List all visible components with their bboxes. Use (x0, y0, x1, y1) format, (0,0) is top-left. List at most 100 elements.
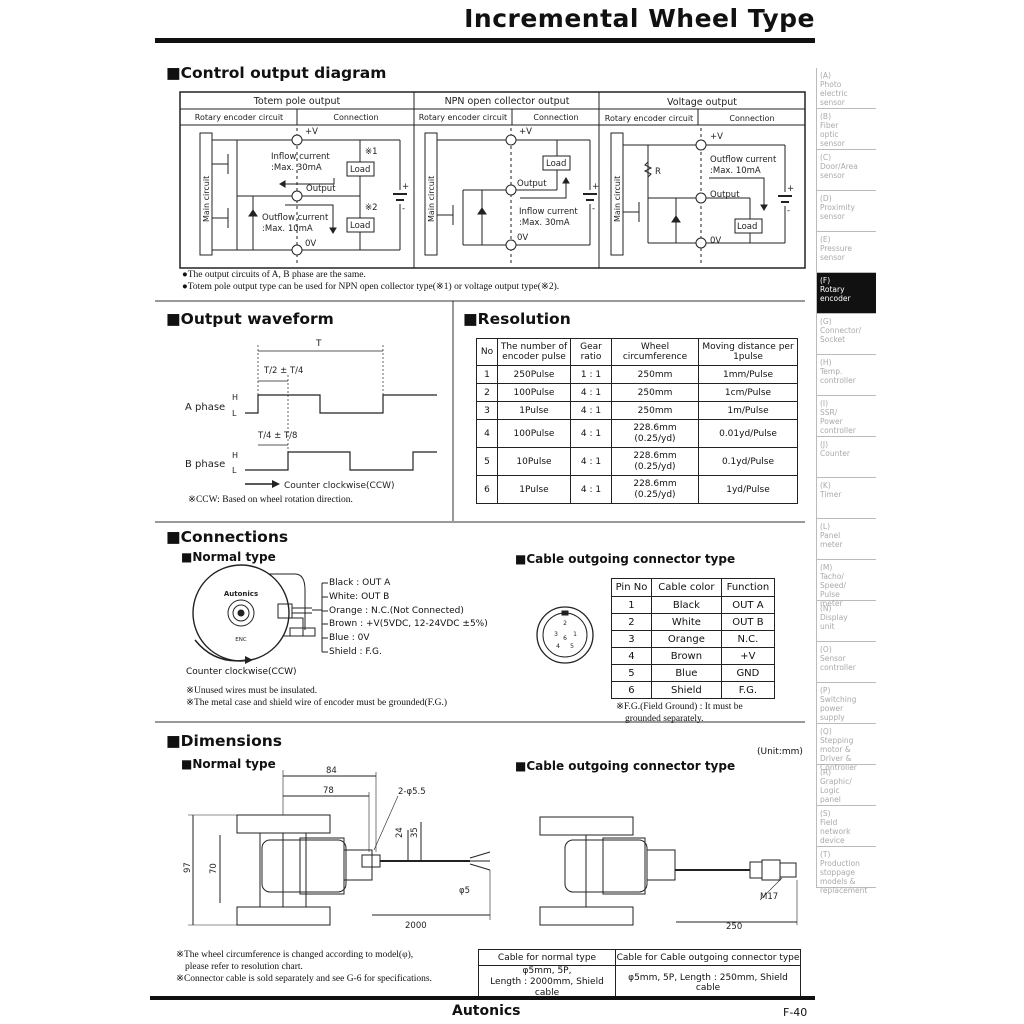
heading-text: Dimensions (180, 732, 282, 750)
category-tab-label: device (820, 836, 845, 845)
category-tab[interactable]: (J)Counter (817, 437, 876, 478)
category-tab-label: (S) (820, 809, 831, 818)
output-label: Output (517, 179, 547, 189)
pin-number: 6 (563, 635, 567, 642)
category-tab[interactable]: (H)Temp.controller (817, 355, 876, 396)
heading-text: Control output diagram (180, 64, 387, 82)
table-cell: 100Pulse (497, 383, 571, 402)
connector-type-heading: ■Cable outgoing connector type (515, 552, 736, 566)
category-tab-label: Field (820, 818, 838, 827)
table-cell: 1yd/Pulse (698, 475, 798, 504)
page-number: F-40 (783, 1006, 808, 1019)
table-cell: 0.01yd/Pulse (698, 419, 798, 448)
low-label: L (232, 409, 237, 418)
note: ※The metal case and shield wire of encod… (186, 698, 447, 708)
category-tab-label: (O) (820, 645, 832, 654)
minus-label: - (402, 204, 405, 214)
dim-phi5: φ5 (459, 886, 470, 896)
table-cell: 250Pulse (497, 365, 571, 384)
note: please refer to resolution chart. (185, 962, 303, 972)
table-cell: 4 : 1 (570, 383, 612, 402)
table-cell: 4 : 1 (570, 447, 612, 476)
dim-2000: 2000 (405, 921, 427, 931)
category-tab-label: (T) (820, 850, 831, 859)
table-cell: 4 : 1 (570, 401, 612, 420)
pin-number: 1 (573, 631, 577, 638)
table-cell: 2 (611, 613, 652, 631)
subcolumn-title: Connection (533, 113, 578, 122)
r-label: R (655, 167, 661, 177)
table-cell: OUT A (720, 596, 776, 614)
plus-v-label: +V (519, 127, 532, 137)
normal-cable-cell: φ5mm, 5P, Length : 2000mm, Shield cable (478, 965, 616, 1000)
note: ●The output circuits of A, B phase are t… (182, 270, 366, 280)
table-cell: 1Pulse (497, 401, 571, 420)
category-tab-label: (B) (820, 112, 831, 121)
category-tab-label: (J) (820, 440, 829, 449)
note: ※The wheel circumference is changed acco… (176, 950, 414, 960)
category-tab-label: models & (820, 877, 856, 886)
category-tab-label: Door/Area (820, 162, 858, 171)
totem-pole-circuit (199, 128, 407, 265)
table-cell: +V (720, 647, 776, 665)
pin-number: 5 (570, 643, 574, 650)
dimensions-heading: ■Dimensions (166, 732, 282, 750)
category-tab-label: meter (820, 540, 843, 549)
dim-78: 78 (323, 786, 334, 796)
column-header: Function (720, 578, 776, 597)
heading-text: Connections (180, 528, 289, 546)
category-tab-label: (L) (820, 522, 831, 531)
ref2-label: ※2 (365, 203, 378, 213)
table-cell: Shield (650, 681, 722, 699)
header-rule (155, 38, 815, 43)
category-tab-label: electric (820, 89, 848, 98)
category-tab-label: (Q) (820, 727, 832, 736)
category-tab[interactable]: (G)Connector/Socket (817, 314, 876, 355)
plus-label: + (787, 184, 794, 194)
table-cell: 228.6mm(0.25/yd) (611, 447, 699, 476)
category-tab-label: (N) (820, 604, 832, 613)
table-cell: 6 (476, 475, 498, 504)
cell-line: Length : 2000mm, Shield cable (490, 977, 604, 998)
category-tab-label: controller (820, 376, 856, 385)
dimension-notes: ※The wheel circumference is changed acco… (176, 949, 432, 985)
ccw-note: ※CCW: Based on wheel rotation direction. (188, 495, 353, 505)
zero-v-label: 0V (305, 239, 316, 249)
dim-m17: M17 (760, 892, 778, 902)
category-tab-label: SSR/ (820, 408, 838, 417)
cell-line: (0.25/yd) (634, 433, 676, 444)
table-cell: 1 : 1 (570, 365, 612, 384)
category-tab-label: Stepping (820, 736, 854, 745)
output-label: Output (710, 190, 740, 200)
inflow-max-label: :Max. 30mA (519, 218, 570, 228)
category-tab-label: Switching (820, 695, 857, 704)
inflow-label: Inflow current (519, 207, 578, 217)
table-cell: Orange (650, 630, 722, 648)
table-cell: 3 (476, 401, 498, 420)
category-tab-label: sensor (820, 212, 845, 221)
category-tab[interactable]: (K)Timer (817, 478, 876, 519)
waveform-heading: ■Output waveform (166, 310, 334, 328)
note: ※Unused wires must be insulated. (186, 686, 318, 696)
note: ●Totem pole output type can be used for … (182, 282, 560, 292)
